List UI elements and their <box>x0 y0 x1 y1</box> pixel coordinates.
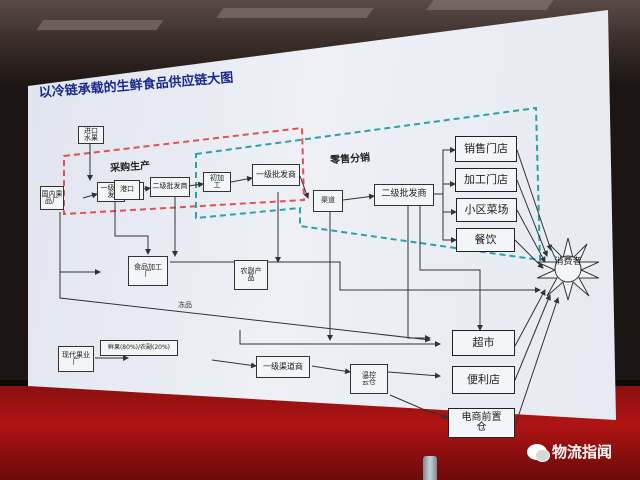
convenience-store-node: 便利店 <box>452 366 515 394</box>
processing-node: 初加工 <box>203 172 231 192</box>
consumer-sun-icon <box>537 238 599 300</box>
ratio-node: 鲜果(80%)/农副(20%) <box>100 340 178 356</box>
ecommerce-warehouse-node: 电商前置仓 <box>448 408 515 438</box>
wholesale1-node: 一级批发商 <box>252 164 300 186</box>
water-bottle <box>423 456 437 480</box>
food-factory-node: 食品加工厂 <box>128 256 168 286</box>
store-processing-node: 加工门店 <box>455 168 517 192</box>
retail-label: 零售分销 <box>329 152 371 167</box>
supermarket-node: 超市 <box>452 330 515 356</box>
retail-region <box>195 106 542 262</box>
procurement-label: 采购生产 <box>109 160 151 175</box>
origin-node: 国内果品厂 <box>40 186 64 210</box>
first-channel-node: 一级渠道商 <box>256 356 310 378</box>
farm-products-node: 农副产品 <box>234 260 268 290</box>
wechat-icon <box>527 443 550 462</box>
port-node: 港口 <box>114 180 140 200</box>
import-node: 进口水果 <box>78 126 104 144</box>
wholesale2-left-node: 二级批发商 <box>150 177 190 197</box>
wholesale2-node: 二级批发商 <box>374 184 434 206</box>
cold-cloud-warehouse-node: 温控云仓 <box>350 364 388 394</box>
channel-node: 渠道 <box>313 190 343 212</box>
procurement-region <box>63 126 306 216</box>
frozen-goods-label: 冻品 <box>178 301 192 309</box>
store-sales-node: 销售门店 <box>455 136 517 162</box>
modern-fruit-node: 现代果业厂 <box>58 346 94 372</box>
watermark: 物流指闻 <box>527 441 612 462</box>
consumer-label: 消费者 <box>554 257 582 267</box>
community-market-node: 小区菜场 <box>456 198 517 222</box>
watermark-text: 物流指闻 <box>552 443 613 461</box>
catering-node: 餐饮 <box>456 228 515 252</box>
